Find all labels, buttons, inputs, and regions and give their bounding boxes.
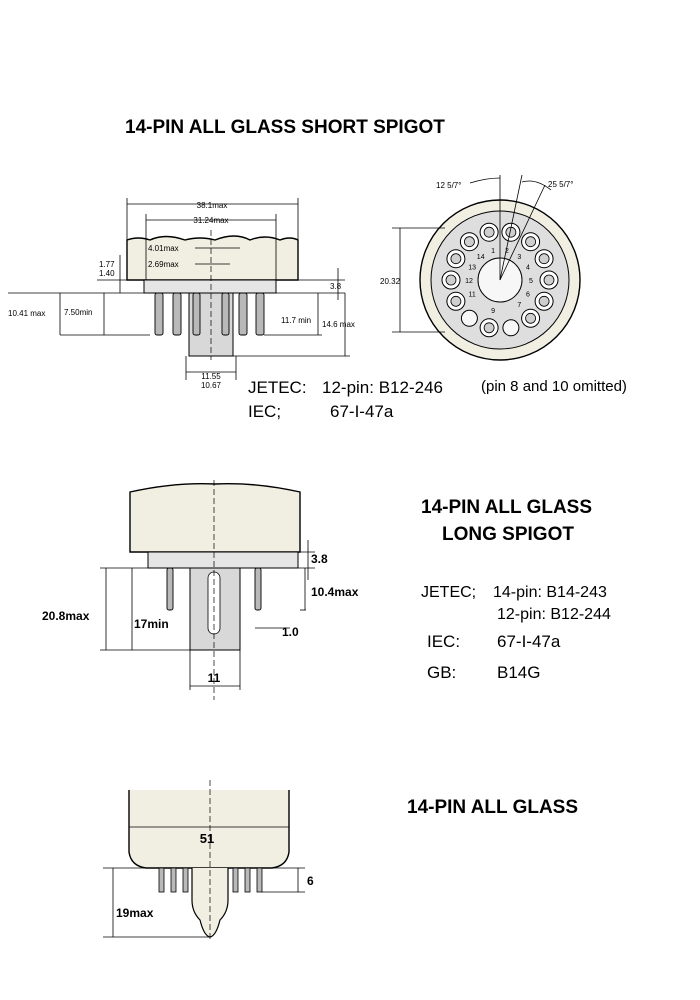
pin-number-label: 7 xyxy=(517,302,521,309)
pin-number-label: 1 xyxy=(491,248,495,255)
long-dim-11: 11 xyxy=(208,671,221,685)
short-jetec-value: 12-pin: B12-246 xyxy=(322,378,443,397)
dim-bulb-width: 38.1max xyxy=(197,201,228,210)
pin-number-label: 13 xyxy=(468,265,476,272)
dim-inner-width: 31.24max xyxy=(193,216,228,225)
pin-contact xyxy=(450,295,462,307)
long-spigot-title-line1: 14-PIN ALL GLASS xyxy=(421,497,593,518)
all-glass-dim-19: 19max xyxy=(116,906,154,920)
all-glass-pins xyxy=(158,867,263,893)
pinout-angle-2: 25 5/7° xyxy=(548,180,573,189)
long-jetec-label: JETEC; xyxy=(421,584,477,601)
pin-contact xyxy=(543,274,555,286)
pin-number-label: 3 xyxy=(517,254,521,261)
pin-contact xyxy=(538,253,550,265)
pin-number-label: 2 xyxy=(505,248,509,255)
long-dimension-lines xyxy=(100,540,315,690)
dim-spigot-inner: 2.69max xyxy=(148,260,179,269)
pin-contact xyxy=(525,236,536,248)
pin-number-label: 5 xyxy=(529,278,533,285)
dim-1041: 10.41 max xyxy=(8,309,45,318)
pin-number-label: 14 xyxy=(477,254,485,261)
pin-number-label: 9 xyxy=(491,308,495,315)
long-dim-17: 17min xyxy=(134,617,169,631)
pin-contact xyxy=(463,236,475,248)
pin-hole xyxy=(460,309,478,327)
pin-number-label: 6 xyxy=(526,292,530,299)
pin-contact xyxy=(525,312,536,324)
all-glass-title: 14-PIN ALL GLASS xyxy=(407,797,579,818)
pinout-diameter: 20.32 xyxy=(380,277,401,286)
dim-38: 3.8 xyxy=(330,282,342,291)
long-bulb-outline xyxy=(129,482,301,553)
all-glass-dim-6: 6 xyxy=(307,874,314,888)
dim-1155: 11.55 xyxy=(201,372,221,381)
pin-contact xyxy=(450,253,462,265)
short-jetec-label: JETEC: xyxy=(248,378,307,397)
long-spigot-title-line2: LONG SPIGOT xyxy=(442,524,574,545)
all-glass-bulb xyxy=(128,790,290,869)
pin-contact xyxy=(483,226,495,238)
all-glass-dimension-lines xyxy=(103,826,305,938)
pin-contact xyxy=(445,274,457,286)
pin-hole xyxy=(502,319,520,337)
long-jetec-value1: 14-pin: B14-243 xyxy=(493,584,607,601)
long-dim-10: 1.0 xyxy=(282,625,299,639)
dim-117: 11.7 min xyxy=(281,316,311,325)
long-gb-label: GB: xyxy=(427,663,457,682)
long-dim-208: 20.8max xyxy=(42,609,90,623)
pinout-dimension-lines xyxy=(392,174,552,333)
long-gb-value: B14G xyxy=(497,663,541,682)
long-dim-38: 3.8 xyxy=(311,552,328,566)
long-pins xyxy=(166,567,262,611)
pin-contact xyxy=(538,295,550,307)
short-jetec-note: (pin 8 and 10 omitted) xyxy=(481,378,627,395)
short-iec-label: IEC; xyxy=(248,402,282,421)
pin-contact xyxy=(483,322,495,334)
dim-140: 1.40 xyxy=(99,269,115,278)
all-glass-dim-51: 51 xyxy=(200,831,214,846)
long-iec-value: 67-I-47a xyxy=(497,632,561,651)
dim-146: 14.6 max xyxy=(322,320,355,329)
bulb-outline xyxy=(126,235,299,281)
pinout-angle-1: 12 5/7° xyxy=(436,181,461,190)
pin-number-label: 12 xyxy=(465,278,473,285)
short-iec-value: 67-I-47a xyxy=(330,402,394,421)
short-dimension-lines xyxy=(8,198,350,380)
pins xyxy=(154,292,265,336)
dim-spigot-max: 4.01max xyxy=(148,244,179,253)
pin-number-label: 11 xyxy=(468,292,475,299)
long-dim-104: 10.4max xyxy=(311,585,359,599)
dim-750: 7.50min xyxy=(64,308,92,317)
pin-number-label: 4 xyxy=(526,265,530,272)
long-jetec-value2: 12-pin: B12-244 xyxy=(497,606,611,623)
dim-1067: 10.67 xyxy=(201,381,222,390)
dim-177: 1.77 xyxy=(99,260,115,269)
long-iec-label: IEC: xyxy=(427,632,461,651)
short-spigot-title: 14-PIN ALL GLASS SHORT SPIGOT xyxy=(125,117,445,138)
